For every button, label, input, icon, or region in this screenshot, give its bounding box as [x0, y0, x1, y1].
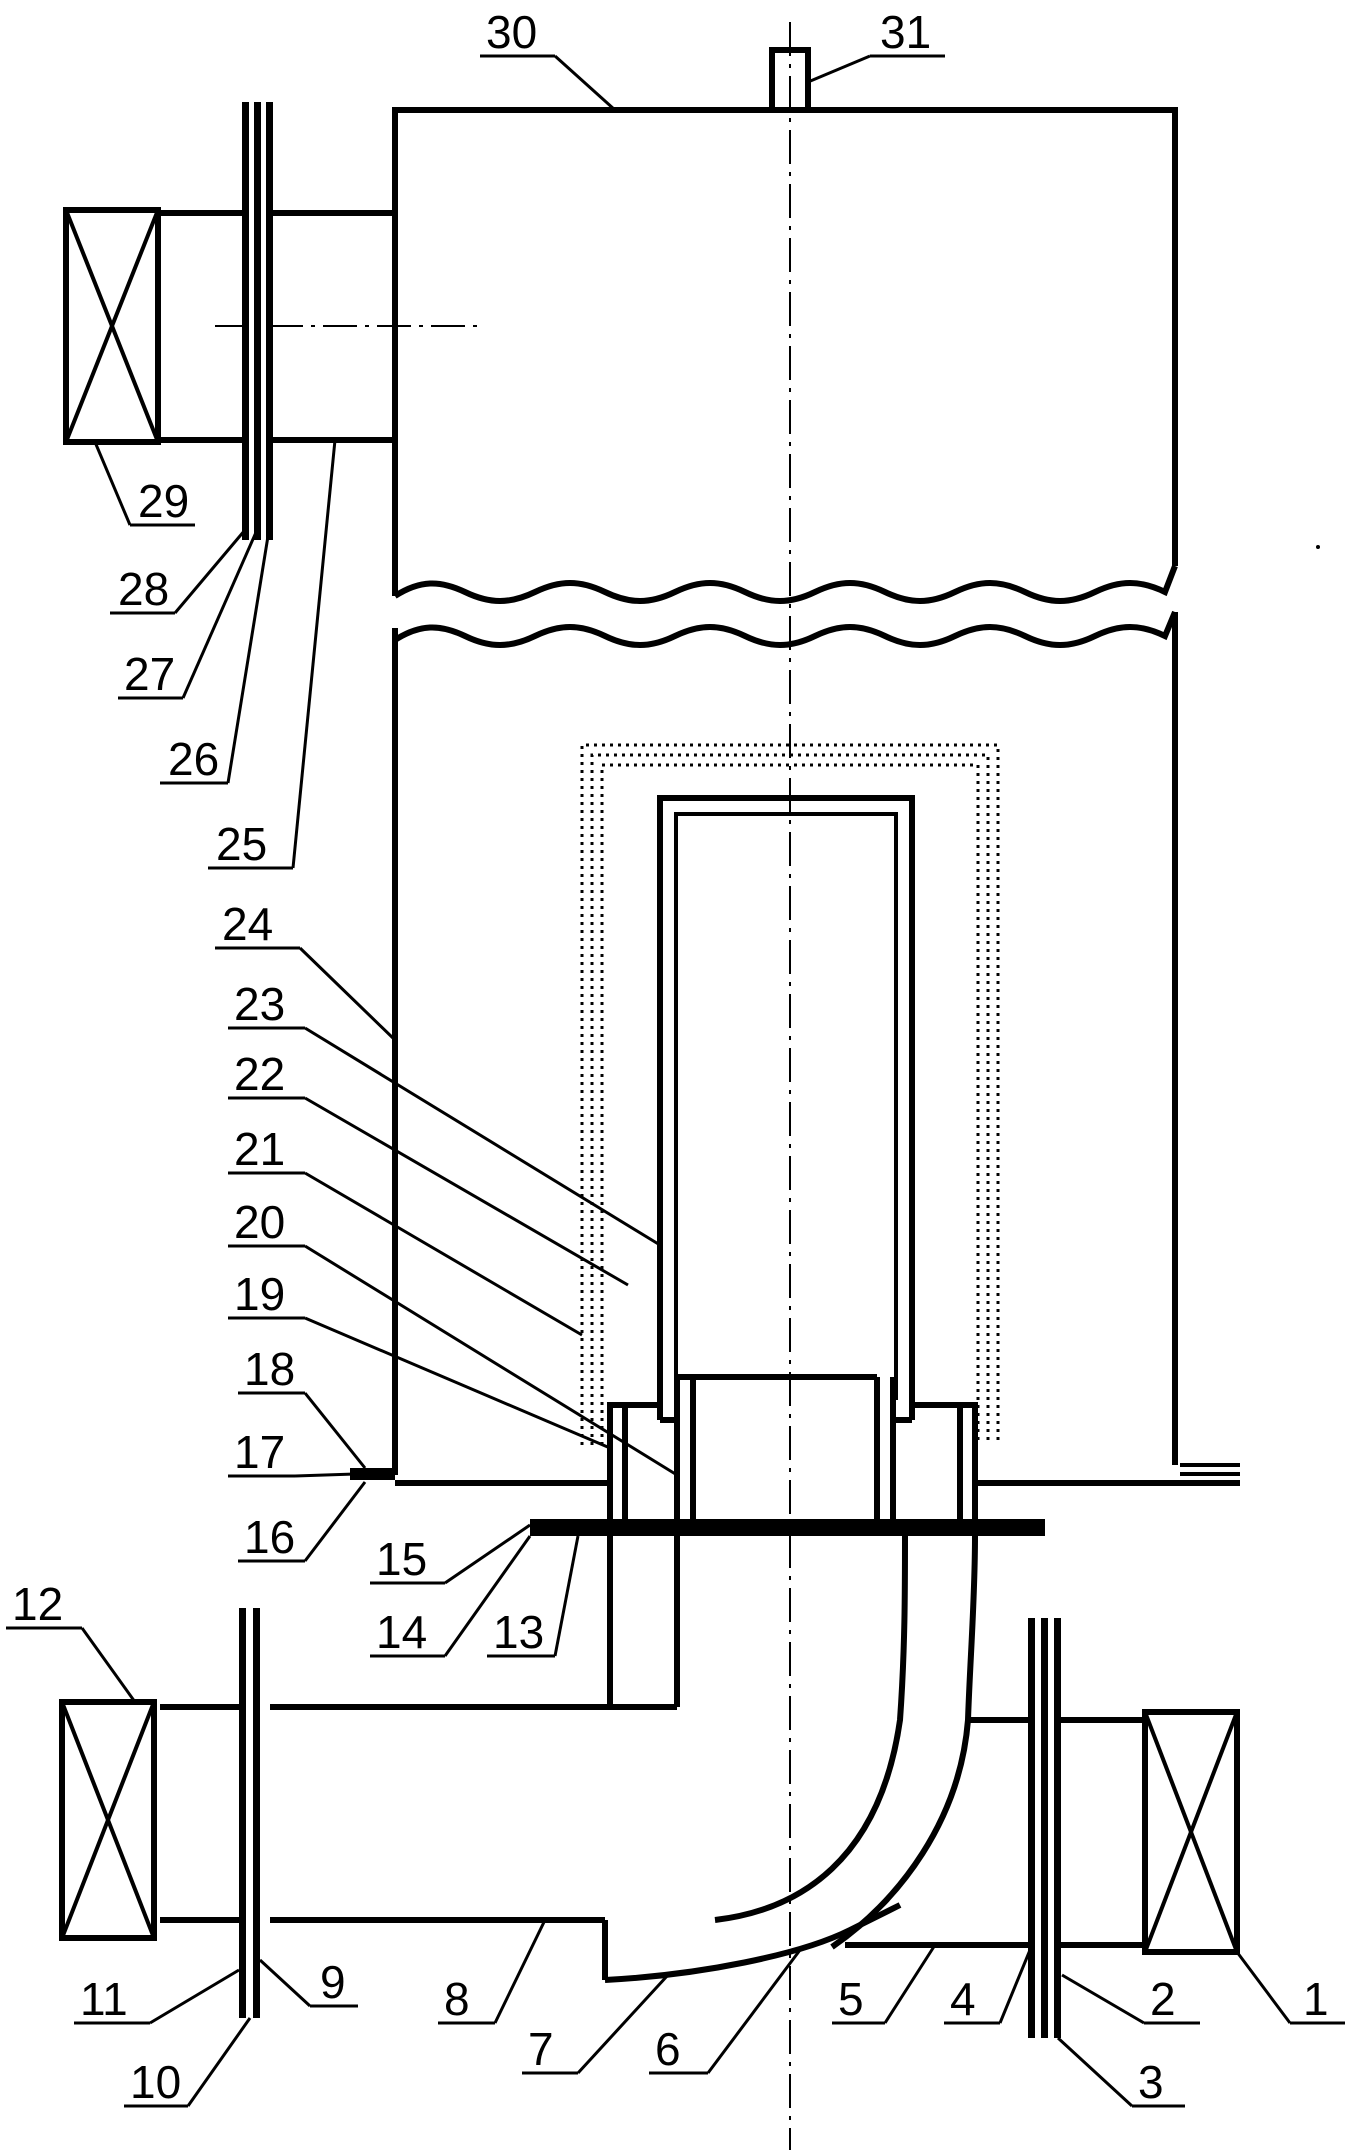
upper-outlet [160, 102, 395, 540]
label-12: 12 [12, 1578, 63, 1630]
stray-dot [1316, 545, 1320, 549]
label-2: 2 [1150, 1973, 1176, 2025]
label-5: 5 [838, 1973, 864, 2025]
label-26: 26 [168, 733, 219, 785]
label-17: 17 [234, 1426, 285, 1478]
label-21: 21 [234, 1123, 285, 1175]
label-20: 20 [234, 1196, 285, 1248]
label-19: 19 [234, 1268, 285, 1320]
label-23: 23 [234, 978, 285, 1030]
label-3: 3 [1138, 2056, 1164, 2108]
label-18: 18 [244, 1343, 295, 1395]
label-15: 15 [376, 1533, 427, 1585]
label-11: 11 [80, 1973, 128, 2025]
label-14: 14 [376, 1606, 427, 1658]
label-24: 24 [222, 898, 273, 950]
heating-zone [580, 743, 1000, 1445]
lower-piping [160, 1535, 1145, 1983]
label-29: 29 [138, 475, 189, 527]
label-27: 27 [124, 648, 175, 700]
label-13: 13 [493, 1606, 544, 1658]
label-8: 8 [444, 1973, 470, 2025]
label-16: 16 [244, 1511, 295, 1563]
pedestal [607, 1374, 978, 1520]
label-22: 22 [234, 1048, 285, 1100]
lower-left-valve [59, 1699, 157, 1941]
label-9: 9 [320, 1956, 346, 2008]
base-plate [530, 1519, 1045, 1536]
lower-left-flange [239, 1608, 260, 2018]
label-30: 30 [486, 6, 537, 58]
top-port [769, 47, 811, 113]
label-28: 28 [118, 563, 169, 615]
label-10: 10 [130, 2056, 181, 2108]
label-7: 7 [528, 2023, 554, 2075]
lower-right-valve [1142, 1709, 1240, 1955]
upper-valve [63, 207, 161, 445]
label-4: 4 [950, 1973, 976, 2025]
lower-right-flange [1028, 1618, 1061, 2038]
label-25: 25 [216, 818, 267, 870]
crucible [657, 795, 915, 1423]
label-6: 6 [655, 2023, 681, 2075]
label-1: 1 [1303, 1973, 1329, 2025]
label-31: 31 [880, 6, 931, 58]
